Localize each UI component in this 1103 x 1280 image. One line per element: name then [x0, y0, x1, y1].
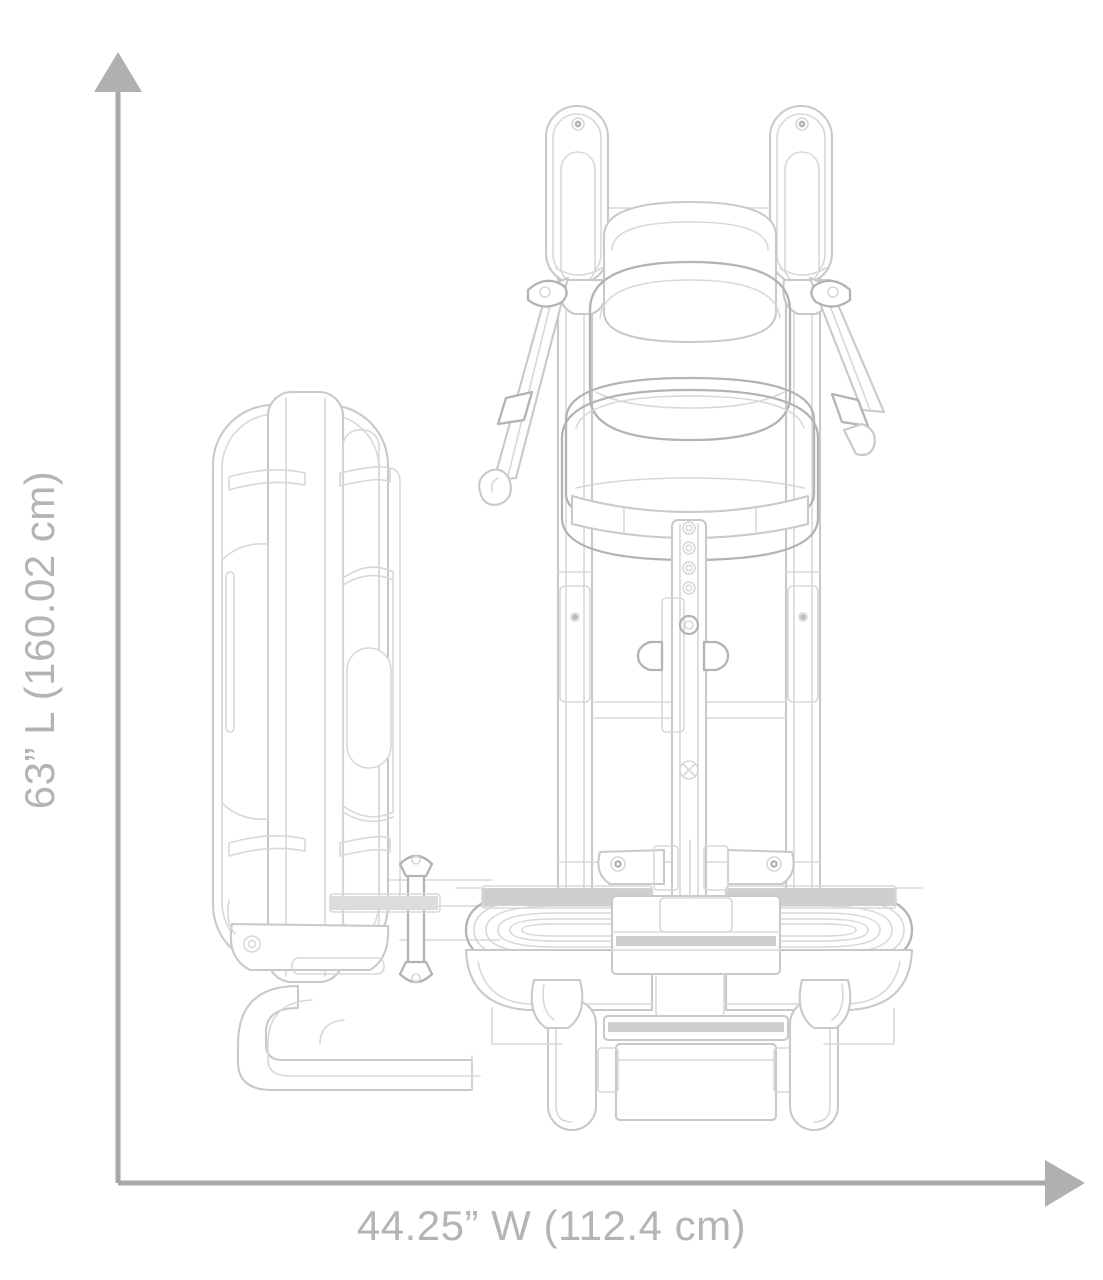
- right-front-caster-wheel: [788, 978, 852, 1132]
- battery-box: [597, 894, 795, 1122]
- seat-backrest: [588, 200, 792, 442]
- left-front-caster-wheel: [530, 978, 598, 1132]
- anti-tip-tube: [236, 984, 481, 1092]
- length-dimension-label: 63” L (160.02 cm): [16, 470, 63, 810]
- width-dimension-label: 44.25” W (112.4 cm): [356, 1202, 747, 1249]
- height-adjust-holes: [682, 521, 696, 595]
- rear-wheel-housings: [455, 887, 923, 1045]
- center-frame-post: [636, 518, 730, 922]
- right-handlebar-grip: [768, 104, 834, 316]
- right-control-lever: [808, 276, 886, 457]
- right-side-frame-rail: [784, 203, 822, 907]
- left-control-lever: [478, 276, 570, 506]
- frame-clamp-hardware: [329, 854, 501, 984]
- folded-backrest-panel: [211, 390, 401, 984]
- fold-linkage-brackets: [597, 839, 795, 897]
